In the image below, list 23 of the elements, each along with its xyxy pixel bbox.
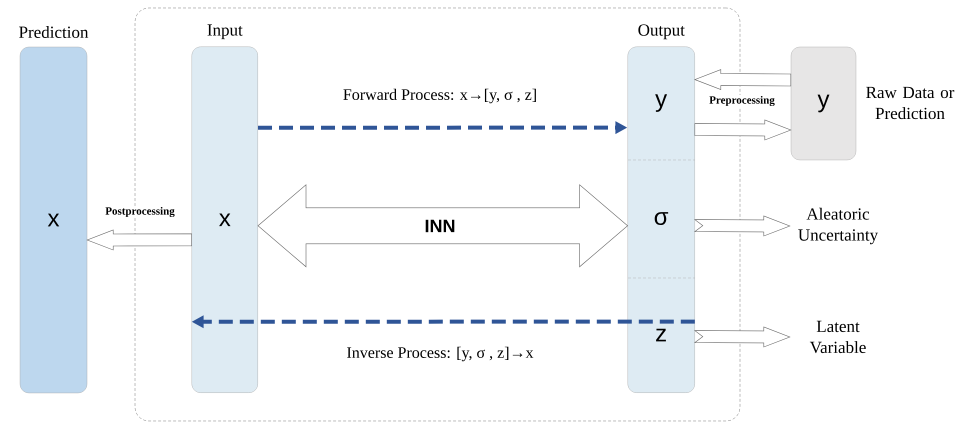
output-cell: σ: [654, 212, 668, 226]
column-heading: Input: [207, 24, 243, 40]
block-arrow: [694, 326, 791, 348]
block-arrow: [694, 120, 792, 140]
block-arrow: [86, 230, 192, 250]
edge-label: Preprocessing: [708, 94, 776, 108]
column-heading: Output: [638, 24, 685, 40]
edge-label: INN: [424, 218, 456, 234]
output-label: Aleatoric Uncertainty: [798, 208, 878, 244]
edge-label: Forward Process: x→[y, σ , z]: [342, 88, 538, 104]
data-column: x: [20, 46, 88, 394]
block-arrow: [258, 184, 628, 268]
column-heading: Prediction: [19, 26, 88, 38]
side-text: Raw Data or Prediction: [866, 86, 954, 120]
edge-label: Postprocessing: [104, 206, 176, 218]
output-cell: y: [655, 94, 668, 112]
output-cell: z: [656, 328, 666, 342]
data-box: y: [790, 46, 856, 160]
output-label: Latent Variable: [810, 320, 866, 354]
edge-label: Inverse Process: [y, σ , z]→x: [345, 346, 535, 362]
data-column: x: [192, 46, 258, 393]
block-arrow: [694, 216, 791, 236]
block-arrow: [694, 69, 792, 90]
